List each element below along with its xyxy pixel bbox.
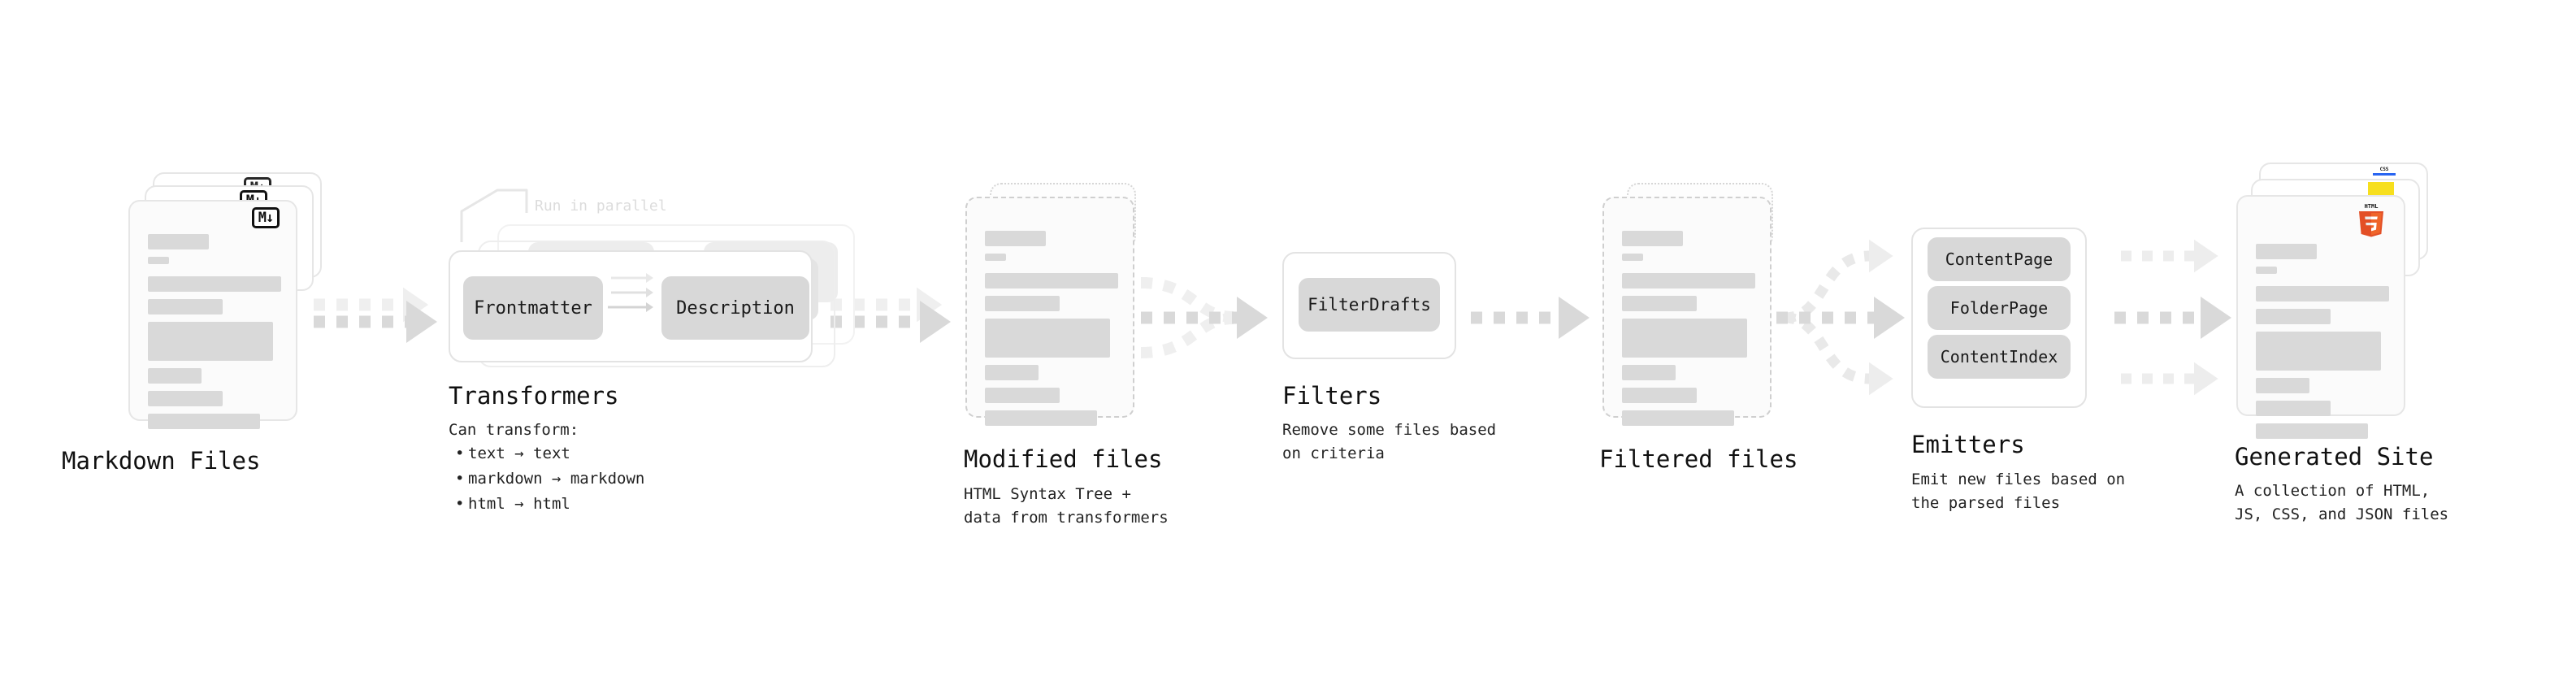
bullet-text: text → text [468,445,570,462]
filtered-card-front [1602,197,1772,426]
filters-title: Filters [1282,382,1382,410]
run-in-parallel-label: Run in parallel [535,197,667,215]
skeleton-bar [148,257,170,264]
skeleton-bar [148,391,223,406]
list-item: •text → text [455,441,644,466]
bullet-icon: • [455,494,465,513]
filtered-files-title: Filtered files [1599,445,1798,473]
emitters-chip-folderpage[interactable]: FolderPage [1928,286,2071,330]
transformer-chip-description[interactable]: Description [661,276,809,340]
modified-card-front [965,197,1134,426]
arrow-filters-to-filtered [1471,297,1589,339]
filtered-skeleton [1622,231,1755,433]
list-item: •markdown → markdown [455,466,644,492]
css-badge-text: CSS [2379,167,2389,172]
emitters-subtitle: Emit new files based on the parsed files [1911,471,2126,513]
html5-badge-icon: HTML [2359,203,2383,237]
skeleton-bar [1622,365,1676,380]
arrow-filtered-to-emitters [1776,239,1905,396]
skeleton-bar [985,296,1060,311]
emitters-title: Emitters [1911,431,2025,458]
skeleton-bar [985,410,1097,426]
emitters-chip-contentindex[interactable]: ContentIndex [1928,335,2071,379]
skeleton-bar [148,276,281,292]
emitters-chip-contentpage[interactable]: ContentPage [1928,237,2071,281]
skeleton-bar [1622,410,1734,426]
arrow-markdown-to-transformers [314,287,437,343]
skeleton-bar [148,299,223,314]
skeleton-bar [1622,296,1697,311]
skeleton-bar [2256,378,2309,393]
modified-skeleton [985,231,1118,433]
css-badge-underline [2373,173,2396,176]
modified-files-title: Modified files [964,445,1163,473]
skeleton-bar [2256,332,2382,371]
filters-subtitle: Remove some files based on criteria [1282,421,1497,463]
javascript-badge [2368,182,2394,198]
skeleton-bar [148,368,202,384]
skeleton-bar [1622,231,1684,246]
markdown-card-front [128,200,297,429]
skeleton-bar [985,365,1039,380]
skeleton-bar [985,319,1111,358]
skeleton-bar [985,254,1007,261]
transformers-title: Transformers [449,382,619,410]
site-skeleton [2256,244,2389,446]
css3-badge: CSS [2373,164,2396,176]
bullet-text: html → html [468,494,570,513]
skeleton-bar [985,273,1118,288]
transformers-bullet-list: •text → text •markdown → markdown •html … [455,441,644,516]
skeleton-bar [1622,319,1748,358]
bullet-icon: • [455,469,465,488]
skeleton-bar [1622,273,1755,288]
html5-badge: HTML [2355,202,2387,237]
skeleton-bar [148,322,274,361]
skeleton-bar [2256,267,2278,274]
skeleton-bar [985,231,1047,246]
modified-files-subtitle: HTML Syntax Tree + data from transformer… [964,485,1169,527]
generated-site-subtitle: A collection of HTML, JS, CSS, and JSON … [2235,482,2449,524]
svg-text:HTML: HTML [2365,203,2379,210]
skeleton-bar [2256,423,2368,439]
skeleton-bar [1622,388,1697,403]
skeleton-bar [148,234,210,249]
skeleton-bar [1622,254,1644,261]
bullet-icon: • [455,445,465,462]
skeleton-bar [2256,286,2389,301]
arrow-emitters-to-site [2114,239,2231,396]
generated-site-title: Generated Site [2235,443,2434,471]
bullet-text: markdown → markdown [468,469,645,488]
markdown-badge-icon: M↓ [252,207,280,228]
markdown-skeleton [148,234,281,436]
skeleton-bar [2256,309,2331,324]
list-item: •html → html [455,492,644,517]
filters-chip-filterdrafts[interactable]: FilterDrafts [1299,278,1440,332]
skeleton-bar [148,414,260,429]
arrow-modified-to-filters [1140,277,1268,358]
skeleton-bar [985,388,1060,403]
skeleton-bar [2256,401,2331,416]
transformer-chip-frontmatter[interactable]: Frontmatter [463,276,603,340]
skeleton-bar [2256,244,2318,259]
transformers-subtitle-header: Can transform: [449,421,579,439]
markdown-files-title: Markdown Files [62,447,261,475]
